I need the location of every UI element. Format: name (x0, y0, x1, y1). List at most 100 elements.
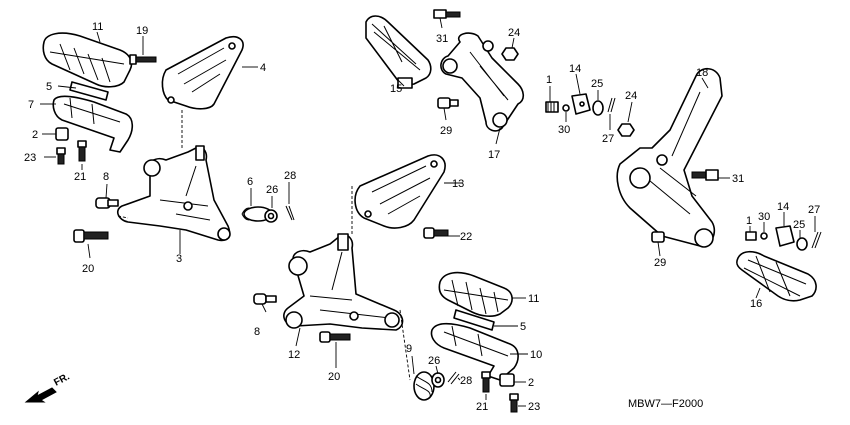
left-bolt-21 (77, 140, 87, 162)
callouts: 11 19 4 5 7 2 23 21 8 20 3 6 26 28 31 24… (24, 21, 820, 413)
left-bolt-19 (129, 54, 157, 65)
callout-18: 18 (696, 67, 708, 79)
center-plate-5 (453, 309, 495, 331)
center-cotter-28 (447, 371, 460, 385)
center-heel-guard-13 (354, 154, 446, 229)
top-bracket-14 (571, 93, 591, 115)
right-bracket-18 (616, 67, 723, 248)
callout-15: 15 (390, 83, 402, 95)
callout-10: 10 (530, 349, 542, 361)
top-bracket-17 (440, 32, 525, 132)
left-footpeg (52, 95, 134, 153)
callout-27: 27 (602, 133, 614, 145)
callout-5: 5 (46, 81, 52, 93)
diagram-code: MBW7—F2000 (628, 398, 703, 410)
top-nut-24b (617, 123, 635, 137)
callout-6: 6 (247, 176, 253, 188)
left-collar (55, 127, 69, 141)
left-pin-8 (95, 197, 119, 209)
callout-11: 11 (92, 21, 103, 33)
callout-24: 24 (508, 27, 520, 39)
callout-27b: 27 (808, 204, 820, 216)
leader-lines (40, 17, 816, 407)
callout-12: 12 (288, 349, 300, 361)
top-footpeg-15 (365, 15, 432, 89)
right-washer-25 (796, 237, 808, 251)
front-direction-indicator: FR. (24, 371, 72, 403)
callout-21: 21 (74, 171, 86, 183)
left-bolt-20 (73, 229, 109, 243)
top-ring-30 (562, 104, 570, 112)
callout-19: 19 (136, 25, 148, 37)
callout-31: 31 (436, 33, 448, 45)
top-pin-29 (437, 97, 459, 109)
callout-1: 1 (546, 74, 552, 86)
callout-14b: 14 (777, 201, 789, 213)
callout-3: 3 (176, 253, 182, 265)
left-cotter-28 (285, 205, 295, 221)
right-spring-1 (745, 231, 757, 241)
left-washer-26 (264, 209, 278, 223)
callout-14: 14 (569, 63, 581, 75)
callout-22: 22 (460, 231, 472, 243)
center-collar-2 (499, 373, 515, 387)
center-bolt-20 (319, 331, 351, 343)
center-bolt-23 (509, 393, 519, 413)
callout-5b: 5 (520, 321, 526, 333)
front-arrow-icon (24, 387, 57, 403)
left-footpeg-rubber (42, 32, 133, 88)
right-pin-29 (651, 231, 665, 243)
right-footpeg-16 (736, 250, 817, 302)
top-washer-25 (592, 100, 604, 116)
callout-8b: 8 (254, 326, 260, 338)
callout-26b: 26 (428, 355, 440, 367)
callout-17: 17 (488, 149, 500, 161)
callout-31b: 31 (732, 173, 744, 185)
callout-21b: 21 (476, 401, 488, 413)
center-footpeg-rubber-11 (438, 271, 513, 317)
callout-24b: 24 (625, 90, 637, 102)
right-ring-30 (760, 232, 768, 240)
callout-20: 20 (82, 263, 94, 275)
callout-16: 16 (750, 298, 762, 310)
callout-13: 13 (452, 178, 464, 190)
callout-4: 4 (260, 62, 266, 74)
top-spring-1 (545, 101, 559, 113)
right-bolt-31 (691, 169, 719, 181)
top-cotter-27 (607, 97, 616, 113)
left-bolt-23 (56, 147, 66, 165)
callout-8: 8 (103, 171, 109, 183)
center-footpeg-10 (430, 322, 519, 381)
callout-11b: 11 (528, 293, 539, 305)
left-heel-guard (161, 35, 244, 110)
center-washer-26 (431, 372, 445, 388)
callout-29: 29 (440, 125, 452, 137)
callout-30: 30 (558, 124, 570, 136)
top-nut-24 (501, 47, 519, 61)
callout-23: 23 (24, 152, 36, 164)
top-bolt-31 (433, 9, 461, 19)
callout-2b: 2 (528, 377, 534, 389)
callout-28: 28 (284, 170, 296, 182)
callout-1b: 1 (746, 215, 752, 227)
callout-2: 2 (32, 129, 38, 141)
center-pin-8 (253, 293, 277, 305)
center-bolt-21 (481, 371, 491, 393)
right-bracket-14 (775, 225, 795, 247)
center-bracket-12 (283, 233, 404, 331)
center-spring-9 (413, 371, 435, 401)
callout-25: 25 (591, 78, 603, 90)
callout-23b: 23 (528, 401, 540, 413)
callout-28b: 28 (460, 375, 472, 387)
left-bracket (116, 145, 231, 242)
callout-7: 7 (28, 99, 34, 111)
callout-30b: 30 (758, 211, 770, 223)
right-cotter-27 (811, 231, 822, 249)
callout-20b: 20 (328, 371, 340, 383)
callout-26: 26 (266, 184, 278, 196)
callout-29b: 29 (654, 257, 666, 269)
callout-9: 9 (406, 343, 412, 355)
center-bolt-22 (423, 227, 449, 239)
front-direction-label: FR. (52, 371, 72, 388)
